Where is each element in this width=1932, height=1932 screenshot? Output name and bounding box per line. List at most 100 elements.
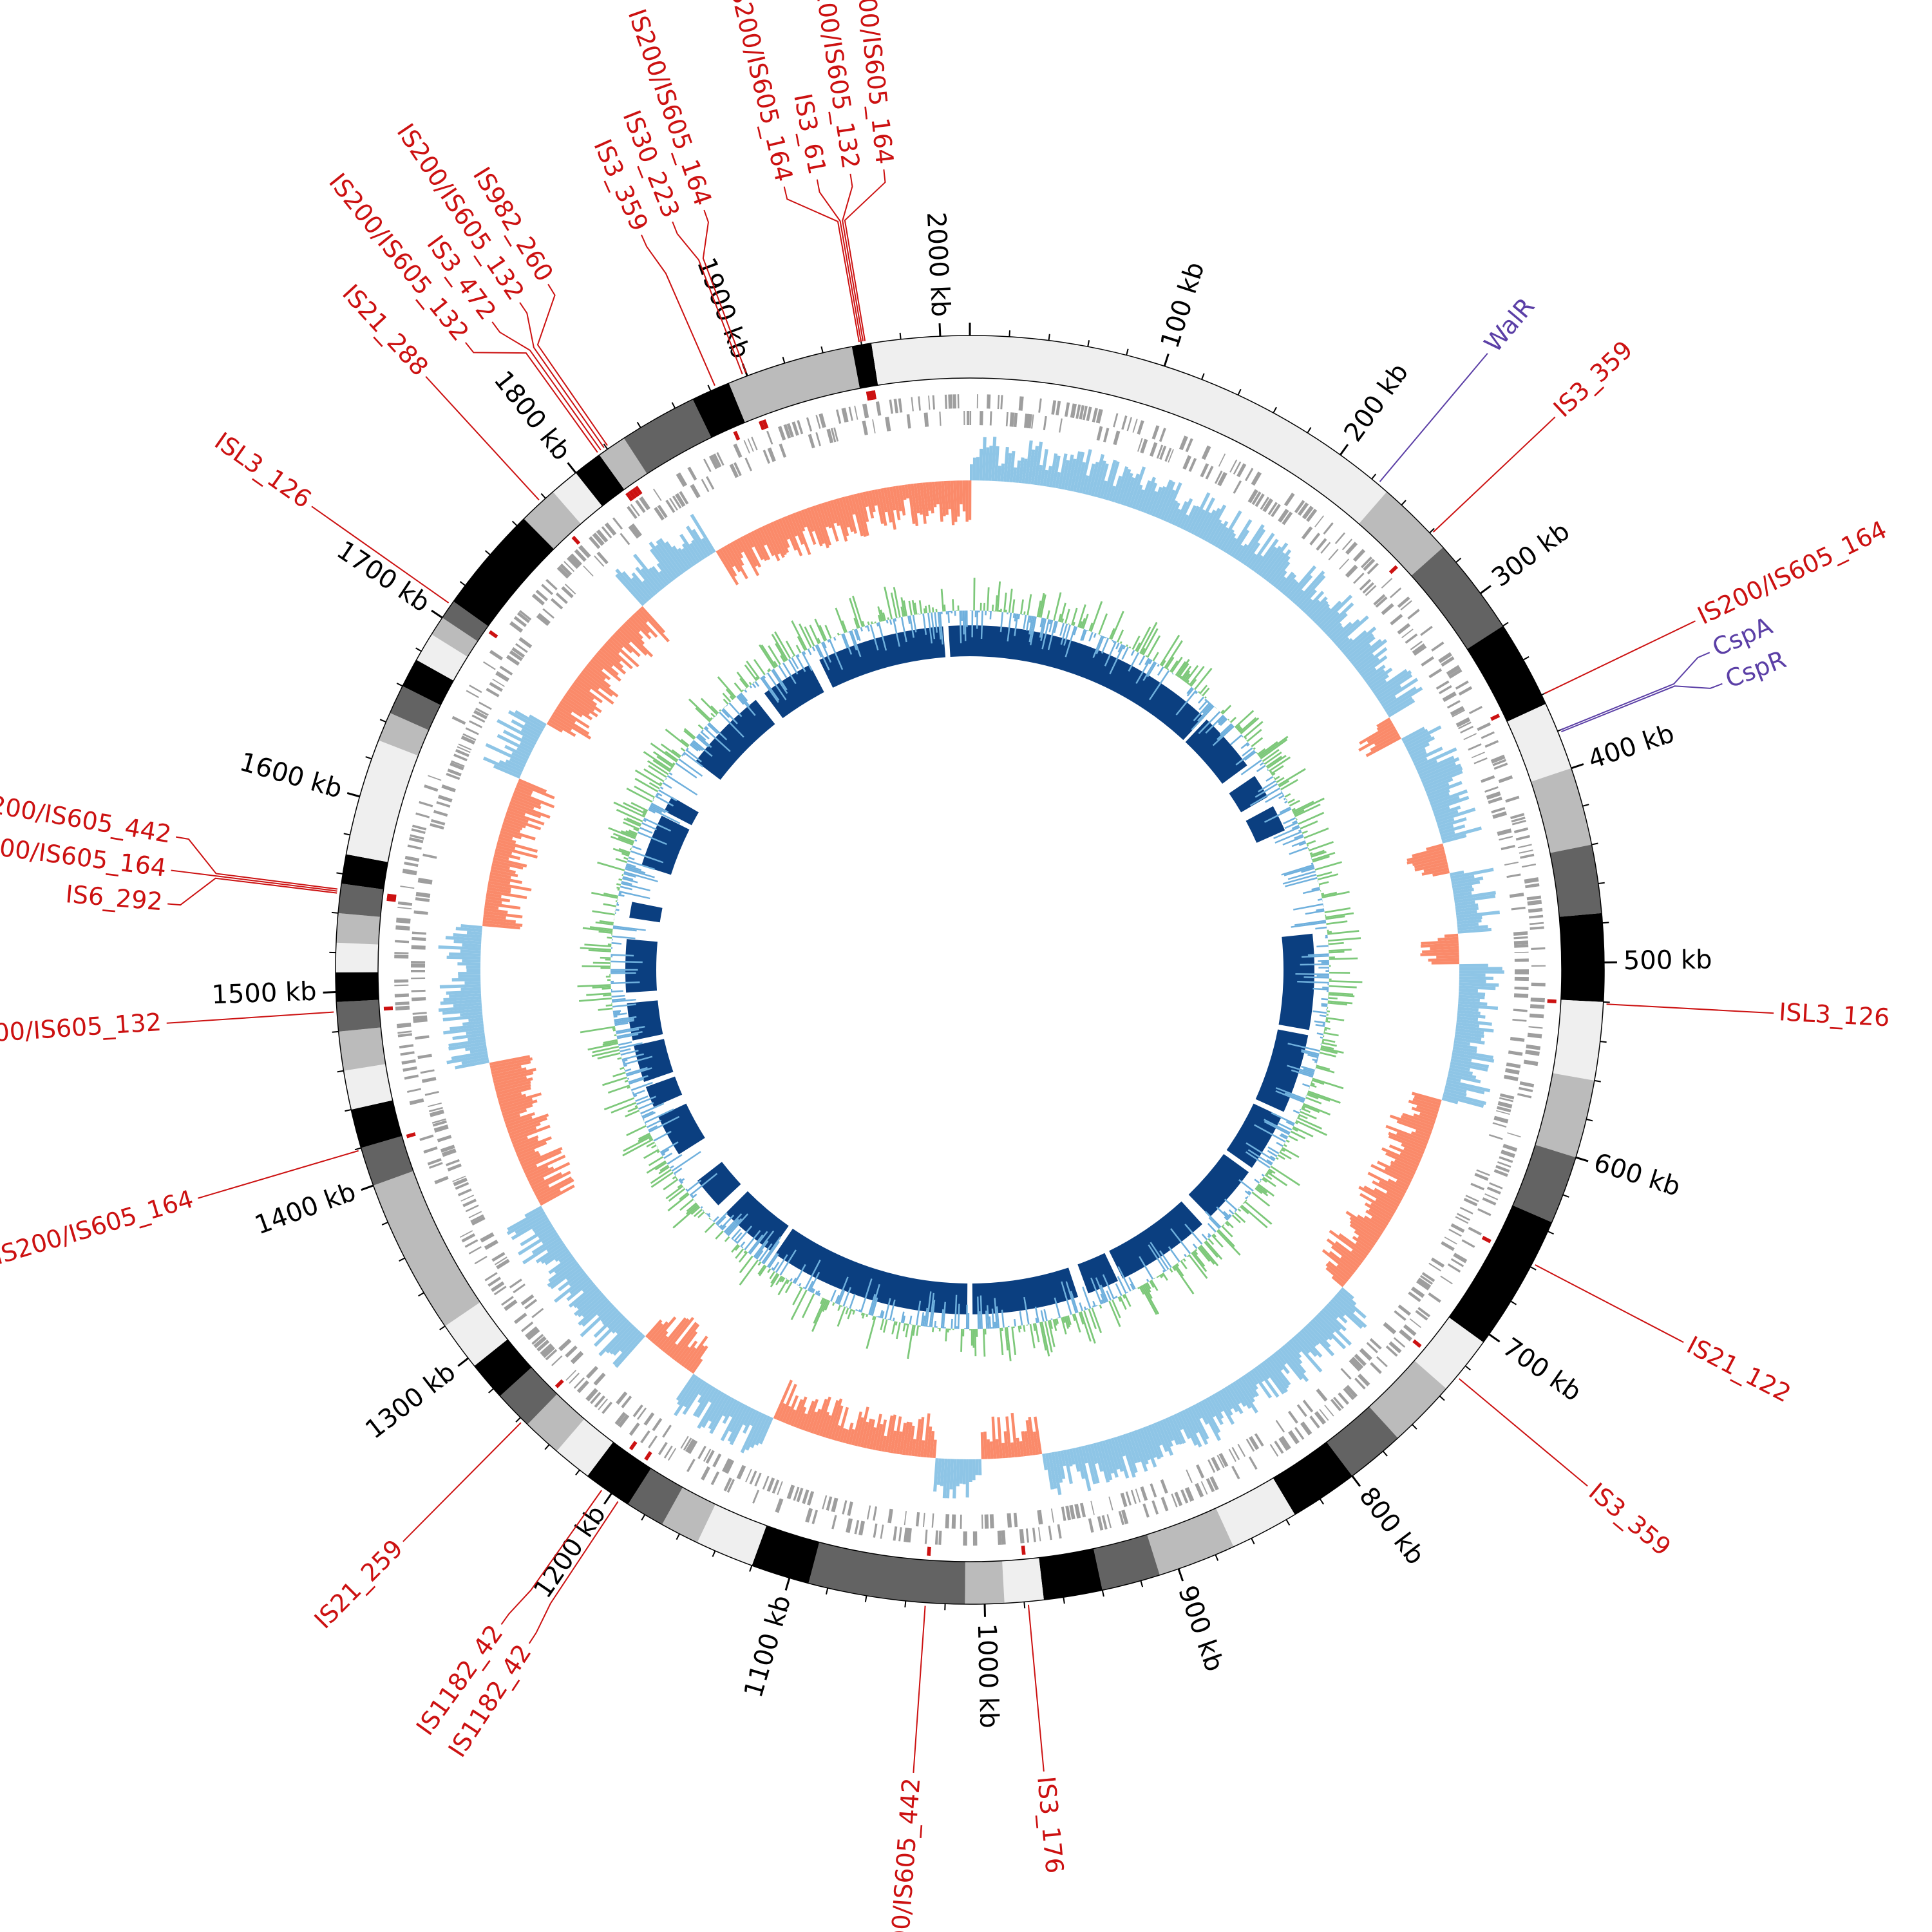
gc-content-bar: [1322, 900, 1323, 902]
gc-content-bar: [1234, 1212, 1246, 1223]
gene-feature: [469, 685, 482, 694]
gc-skew-bar: [556, 705, 590, 729]
gc-skew-bar: [498, 760, 524, 773]
gc-content-bar: [620, 1048, 631, 1053]
gc-content-bar: [1039, 1321, 1047, 1351]
gene-feature: [1354, 1354, 1367, 1367]
gc-content-bar: [793, 1264, 806, 1284]
gc-content-bar: [1299, 1070, 1314, 1076]
gc-skew-bar: [1204, 504, 1227, 542]
gc-content-bar: [1318, 960, 1329, 962]
gene-feature: [858, 1520, 866, 1536]
gc-skew-bar: [497, 842, 516, 850]
gene-feature: [1113, 413, 1119, 428]
annotation-connector: [491, 321, 601, 451]
gene-feature: [1514, 958, 1529, 962]
gc-skew-bar: [1206, 1397, 1224, 1425]
gene-feature: [1137, 420, 1144, 435]
gene-feature: [1171, 1493, 1178, 1508]
gc-skew-bar: [674, 1377, 701, 1416]
gc-content-bar: [956, 1326, 958, 1329]
gc-content-bar: [1271, 1112, 1295, 1125]
gene-feature: [432, 1120, 447, 1127]
gc-content-bar: [705, 726, 709, 730]
gc-content-bar: [772, 668, 788, 690]
ideogram-band: [623, 399, 712, 474]
gc-content-bar: [865, 625, 867, 628]
gc-content-bar: [1193, 1250, 1198, 1255]
minor-tick: [484, 550, 491, 556]
gc-skew-bar: [1436, 817, 1455, 826]
gc-content-bar: [1135, 1287, 1138, 1289]
gc-skew-bar: [940, 481, 946, 516]
gc-content-bar: [661, 1153, 666, 1157]
gc-skew-bar: [1201, 507, 1221, 540]
gc-content-bar: [1110, 611, 1124, 640]
gc-content-bar: [659, 786, 664, 790]
gene-feature: [722, 1458, 732, 1473]
gc-skew-bar: [1090, 1443, 1098, 1464]
gc-content-bar: [682, 753, 685, 756]
gc-skew-bar: [504, 815, 542, 831]
gc-content-bar: [786, 1280, 790, 1285]
gc-skew-bar: [1354, 1229, 1376, 1246]
gc-content-bar: [1139, 1286, 1145, 1295]
gene-feature: [1531, 947, 1546, 950]
gc-content-bar: [611, 955, 613, 958]
gc-skew-bar: [676, 1346, 690, 1363]
gene-feature: [1446, 699, 1461, 709]
gc-skew-bar: [856, 493, 869, 536]
gene-feature: [822, 1495, 828, 1510]
gene-feature: [431, 819, 446, 826]
gc-skew-bar: [904, 484, 909, 499]
gc-skew-bar: [458, 974, 481, 979]
gc-skew-bar: [1414, 747, 1457, 769]
gene-feature: [1394, 1310, 1406, 1321]
gc-content-bar: [770, 1273, 780, 1287]
gene-feature: [394, 954, 409, 959]
gc-skew-bar: [1189, 1405, 1209, 1440]
gc-content-bar: [1246, 728, 1262, 743]
gc-content-bar: [692, 739, 713, 757]
gc-content-bar: [961, 611, 963, 621]
gc-content-bar: [1298, 1115, 1300, 1118]
gc-content-bar: [684, 728, 696, 739]
ideogram-band: [500, 1367, 558, 1425]
minor-tick: [337, 1070, 344, 1073]
ideogram-band: [1467, 626, 1546, 722]
gc-skew-bar: [513, 790, 555, 809]
gc-skew-bar: [1293, 1335, 1311, 1354]
gc-skew-bar: [1338, 1289, 1357, 1306]
gc-content-bar: [1269, 756, 1291, 772]
gc-content-bar: [1173, 674, 1175, 676]
gc-content-bar: [876, 622, 879, 627]
gc-skew-bar: [640, 568, 661, 592]
gene-feature: [928, 395, 931, 410]
gc-skew-bar: [1336, 1291, 1367, 1319]
gc-skew-bar: [1459, 963, 1488, 967]
gene-feature: [802, 1489, 810, 1504]
gc-skew-bar: [956, 480, 960, 517]
gc-skew-bar: [442, 1008, 482, 1015]
gene-feature: [399, 1044, 414, 1049]
major-tick: [1177, 1568, 1184, 1582]
gene-feature: [1444, 1236, 1457, 1245]
gene-feature: [1309, 1416, 1320, 1429]
synteny-block: [641, 815, 690, 875]
gene-feature: [862, 421, 868, 435]
gc-content-bar: [766, 672, 787, 701]
gc-content-bar: [849, 598, 860, 629]
gc-content-bar: [1292, 800, 1314, 813]
gc-content-bar: [1247, 1190, 1252, 1195]
gc-content-bar: [1056, 1318, 1059, 1324]
tick-label: 400 kb: [1584, 719, 1678, 775]
gc-content-bar: [799, 1286, 802, 1289]
gene-feature: [565, 1370, 577, 1381]
gene-feature: [830, 428, 837, 442]
gc-content-bar: [791, 657, 799, 670]
gc-content-bar: [925, 605, 928, 614]
gene-feature: [1512, 1018, 1527, 1022]
gc-skew-bar: [824, 1399, 839, 1439]
gc-skew-bar: [1102, 459, 1117, 500]
gc-skew-bar: [1095, 1442, 1110, 1483]
